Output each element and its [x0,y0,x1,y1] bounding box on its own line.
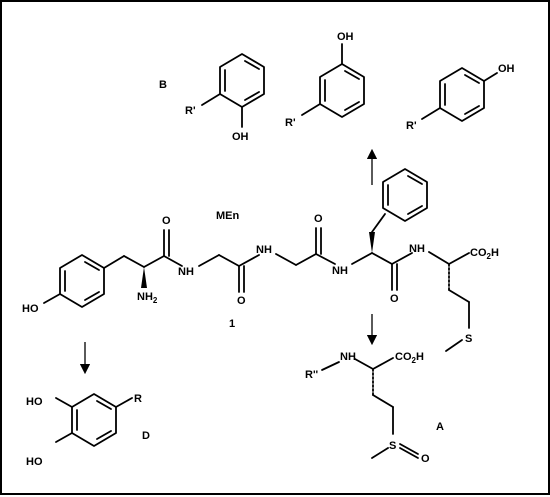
label-a: A [436,421,444,433]
nh-label-4: NH [409,243,425,255]
nh-label-2: NH [256,244,272,256]
nh-label-1: NH [178,266,194,278]
o-label-a: O [421,453,430,465]
label-men: MEn [216,210,240,222]
r-prime-label-ortho: R' [185,105,196,117]
s-label-met: S [465,333,472,345]
r-double-prime-label: R'' [305,369,319,381]
nh-label-a: NH [340,351,356,363]
oh-label-para: OH [498,63,515,75]
label-b: B [159,79,167,91]
para-phenol-structure: OH R' [406,63,515,132]
co2h-label-a: CO2H [395,351,424,365]
r-prime-label-para: R' [406,120,417,132]
ortho-phenol-structure: R' OH [185,53,265,143]
nh2-label: NH2 [137,291,158,305]
nh-label-3: NH [332,265,348,277]
sulfoxide-structure-a: R'' NH CO2H S O [305,351,430,465]
label-d: D [142,430,150,442]
compound-number-1: 1 [229,318,235,330]
catechol-structure-d: R HO HO [26,393,142,468]
r-label-d: R [134,393,142,405]
o-label-3: O [314,213,323,225]
peptide-structure: HO NH2 O NH O NH O NH [22,168,499,352]
o-label-2: O [237,295,246,307]
ho-label-d-1: HO [26,396,43,408]
oh-label-ortho: OH [232,131,249,143]
oh-label-meta: OH [337,31,354,43]
s-label-a: S [389,440,396,452]
meta-phenol-structure: OH R' [285,31,365,129]
o-label-1: O [162,215,171,227]
co2h-label-1: CO2H [470,247,499,261]
o-label-4: O [390,293,399,305]
ho-label-tyr: HO [22,303,39,315]
ho-label-d-2: HO [26,456,43,468]
r-prime-label-meta: R' [285,117,296,129]
